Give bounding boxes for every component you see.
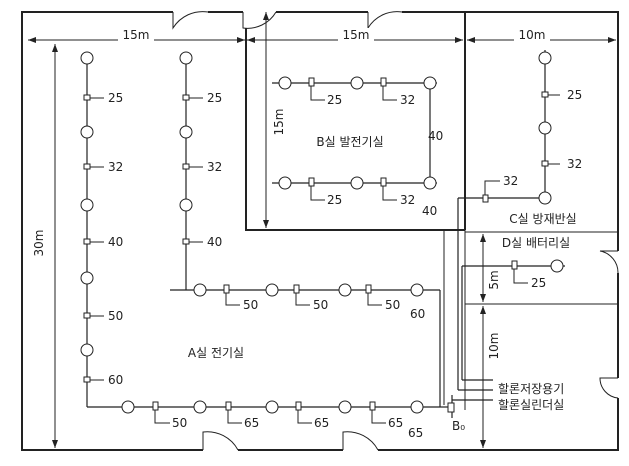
pipe-size-labels: 25 32 40 50 60 25 32 40 50 50 50 60 50 6…: [108, 88, 582, 440]
dim-c-width: 10m: [519, 28, 546, 42]
label-a-col1-40: 40: [108, 235, 123, 249]
door-bottom-a: [202, 431, 239, 451]
label-a-mid-4: 60: [410, 307, 425, 321]
label-b-top-32: 32: [400, 93, 415, 107]
label-a-col2-25: 25: [207, 91, 222, 105]
dim-lower-right-height: 10m: [487, 333, 501, 360]
pipe-fittings: [83, 77, 549, 413]
label-a-bottom-2: 65: [244, 416, 259, 430]
room-a-label: A실 전기실: [188, 346, 244, 360]
label-a-bottom-4: 65: [388, 416, 403, 430]
label-d-25: 25: [531, 276, 546, 290]
door-right-d: [599, 250, 619, 274]
dimension-lines: [28, 12, 616, 448]
door-bottom-mid: [342, 431, 379, 451]
door-top-bc: [367, 11, 403, 30]
label-b-top-25: 25: [327, 93, 342, 107]
storage-label-2: 할론실린더실: [498, 398, 564, 412]
room-c-label: C실 방재반실: [509, 212, 576, 226]
label-a-col1-50: 50: [108, 309, 123, 323]
label-a-col2-40: 40: [207, 235, 222, 249]
label-b-bottom-32: 32: [400, 193, 415, 207]
room-b-label: B실 발전기실: [316, 135, 383, 149]
room-d-label: D실 배터리실: [502, 236, 570, 250]
dimension-labels: 15m 15m 10m 30m 15m 5m 10m: [32, 28, 550, 359]
label-a-col2-32: 32: [207, 160, 222, 174]
room-labels: A실 전기실 B실 발전기실 C실 방재반실 D실 배터리실 할론저장용기 할론…: [188, 135, 577, 412]
door-top-a: [172, 11, 209, 30]
label-a-bottom-1: 50: [172, 416, 187, 430]
selector-valve: [447, 402, 455, 413]
label-a-mid-3: 50: [385, 298, 400, 312]
label-c-feed-32: 32: [503, 174, 518, 188]
dim-a-height: 30m: [32, 230, 46, 257]
label-b-bottom-40: 40: [422, 204, 437, 218]
dim-b-width: 15m: [343, 28, 370, 42]
label-a-mid-2: 50: [313, 298, 328, 312]
label-a-col1-60: 60: [108, 373, 123, 387]
label-b-bottom-25: 25: [327, 193, 342, 207]
storage-label-1: 할론저장용기: [498, 382, 564, 396]
nozzles: [80, 51, 564, 414]
outer-walls: [21, 11, 619, 451]
label-a-mid-1: 50: [243, 298, 258, 312]
dim-d-height: 5m: [487, 270, 501, 289]
label-c-25: 25: [567, 88, 582, 102]
door-top-b: [242, 11, 277, 29]
label-c-32: 32: [567, 157, 582, 171]
label-a-col1-25: 25: [108, 91, 123, 105]
label-b-side-40: 40: [428, 129, 443, 143]
label-a-bottom-5: 65: [408, 426, 423, 440]
dim-a-width: 15m: [123, 28, 150, 42]
piping: [86, 50, 565, 424]
label-valve: B₀: [452, 419, 465, 433]
label-a-col1-32: 32: [108, 160, 123, 174]
label-a-bottom-3: 65: [314, 416, 329, 430]
door-right-storage: [599, 377, 619, 399]
dim-b-height: 15m: [272, 109, 286, 136]
doors: [172, 11, 619, 451]
